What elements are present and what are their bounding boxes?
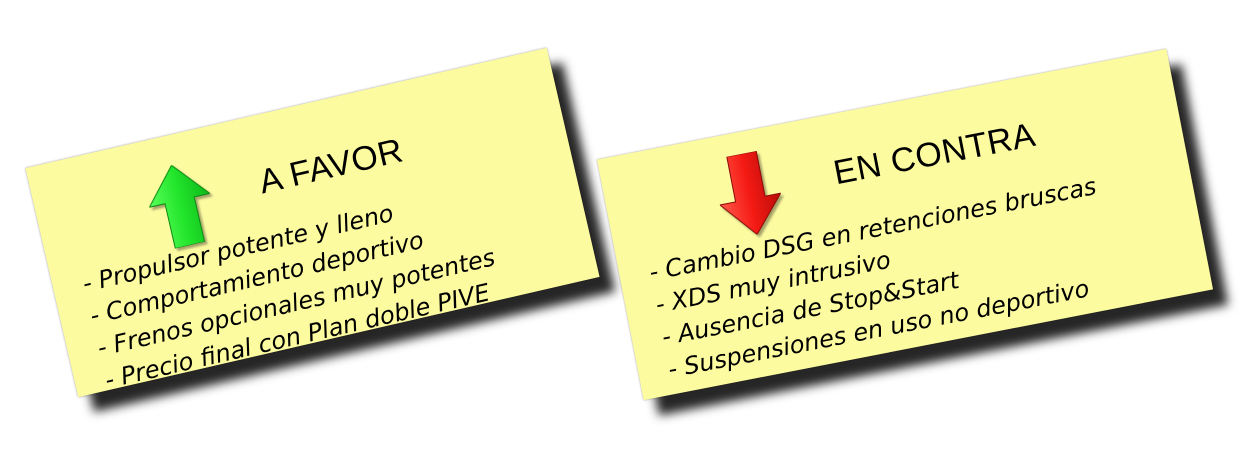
cons-title: EN CONTRA [830,115,1039,193]
up-arrow-icon [148,164,211,250]
cons-list: - Cambio DSG en retenciones bruscas - XD… [646,170,1118,386]
pros-note: A FAVOR - Propulsor potente y lleno - Co… [25,47,600,398]
cons-note: EN CONTRA - Cambio DSG en retenciones br… [596,48,1214,401]
pros-title: A FAVOR [255,131,407,202]
down-arrow-icon [718,150,782,236]
pros-list: - Propulsor potente y lleno - Comportami… [79,177,505,397]
